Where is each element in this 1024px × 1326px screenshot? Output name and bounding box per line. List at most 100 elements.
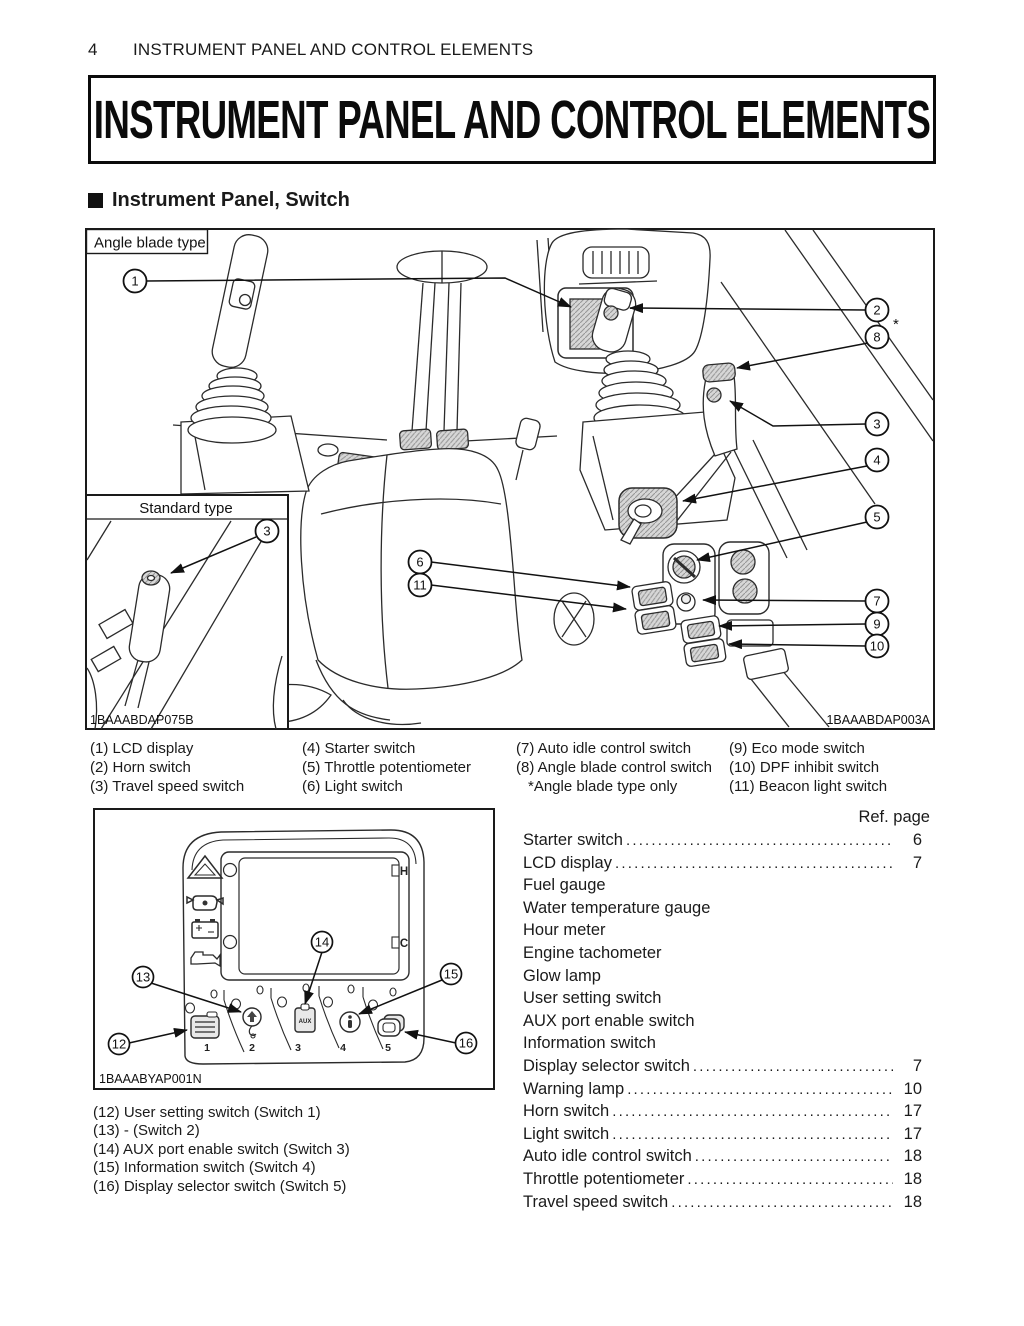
switch-number-4: 4 bbox=[340, 1042, 346, 1054]
switch-row bbox=[190, 1003, 405, 1039]
legend-item: (4) Starter switch bbox=[302, 740, 416, 757]
callout-13: 13 bbox=[136, 970, 150, 985]
callout-numbers-2: 12 13 14 15 16 bbox=[112, 935, 473, 1052]
section-title: Instrument Panel, Switch bbox=[112, 189, 350, 211]
legend-item: (9) Eco mode switch bbox=[729, 740, 865, 757]
legend-item: (12) User setting switch (Switch 1) bbox=[93, 1104, 321, 1121]
legend1-col1: (1) LCD display (2) Horn switch (3) Trav… bbox=[90, 739, 244, 797]
ref-label: Display selector switch bbox=[523, 1056, 690, 1075]
figure2-code: 1BAAABYAP001N bbox=[99, 1072, 202, 1086]
ref-page: 7 bbox=[912, 853, 922, 872]
callout-leaders-2 bbox=[128, 951, 457, 1044]
horn-switch bbox=[603, 305, 619, 321]
warning-icons bbox=[186, 854, 224, 968]
ref-dots: ........................................… bbox=[612, 1125, 893, 1143]
reference-row: Hour meter bbox=[523, 919, 930, 942]
callout-8: 8 bbox=[873, 330, 880, 345]
reference-row: Water temperature gauge bbox=[523, 897, 930, 920]
information-switch bbox=[339, 1011, 361, 1033]
ref-label: Throttle potentiometer bbox=[523, 1169, 685, 1188]
travel-speed-switch bbox=[706, 387, 722, 403]
callouts bbox=[122, 268, 890, 659]
legend-item: (11) Beacon light switch bbox=[729, 778, 888, 796]
ref-dots: ........................................… bbox=[694, 1148, 893, 1166]
ref-dots: ........................................… bbox=[612, 1103, 893, 1121]
ref-label: Warning lamp bbox=[523, 1079, 625, 1098]
ref-dots: ........................................… bbox=[627, 1080, 893, 1098]
cab-controls-diagram: 1 2 8 * 3 4 5 7 9 10 6 11 3 Sta bbox=[85, 228, 935, 730]
display-selector-switch bbox=[377, 1014, 405, 1037]
ref-label: Light switch bbox=[523, 1124, 610, 1143]
section-heading: Instrument Panel, Switch bbox=[88, 189, 350, 212]
panel-outline bbox=[182, 829, 425, 1065]
ref-dots: ........................................… bbox=[625, 832, 893, 849]
reference-row: Throttle potentiometer..................… bbox=[523, 1168, 930, 1191]
beacon-light-switch bbox=[634, 605, 677, 635]
callout-14: 14 bbox=[315, 935, 329, 950]
legend1-col2: (4) Starter switch (5) Throttle potentio… bbox=[302, 739, 471, 797]
reference-row: LCD display.............................… bbox=[523, 852, 930, 875]
ref-page: 18 bbox=[903, 1192, 922, 1211]
lcd-screen bbox=[238, 857, 400, 975]
callout-2: 2 bbox=[873, 303, 880, 318]
page-number: 4 bbox=[88, 40, 98, 59]
callout-16: 16 bbox=[459, 1036, 473, 1051]
figure2-frame bbox=[93, 808, 495, 1090]
ref-label: Travel speed switch bbox=[523, 1192, 669, 1211]
callout-7: 7 bbox=[873, 594, 880, 609]
ref-label: Water temperature gauge bbox=[523, 898, 711, 917]
lcd-bezel bbox=[220, 851, 410, 981]
switch-numbers: 1 2 3 4 5 bbox=[204, 1042, 391, 1054]
reference-row: Fuel gauge bbox=[523, 874, 930, 897]
callout-5: 5 bbox=[873, 510, 880, 525]
switch-number-1: 1 bbox=[204, 1042, 210, 1054]
variant-label: Angle blade type bbox=[94, 235, 206, 252]
reference-row: Auto idle control switch................… bbox=[523, 1145, 930, 1168]
legend-item: (16) Display selector switch (Switch 5) bbox=[93, 1177, 347, 1195]
reference-heading: Ref. page bbox=[858, 808, 930, 826]
inset-figure-code: 1BAAABDAP075B bbox=[90, 713, 194, 727]
legend-item: (2) Horn switch bbox=[90, 759, 191, 777]
switch-number-3: 3 bbox=[295, 1042, 301, 1054]
ref-dots: ........................................… bbox=[671, 1193, 893, 1211]
ref-page: 7 bbox=[912, 1056, 922, 1075]
ref-label: Horn switch bbox=[523, 1102, 610, 1121]
callout-12: 12 bbox=[112, 1037, 126, 1052]
instrument-panel-diagram: H C AUX 1 2 3 4 5 12 13 14 15 16 1BAAABY… bbox=[93, 808, 495, 1090]
panel-line-art bbox=[182, 829, 425, 1065]
callout-11: 11 bbox=[413, 578, 427, 593]
callout-15: 15 bbox=[444, 967, 458, 982]
section-square-icon bbox=[88, 193, 103, 208]
ref-label: Engine tachometer bbox=[523, 943, 662, 962]
running-header: 4 INSTRUMENT PANEL AND CONTROL ELEMENTS bbox=[88, 40, 533, 60]
eco-mode-switch bbox=[680, 615, 722, 644]
rocker-switches bbox=[631, 581, 727, 667]
running-header-title: INSTRUMENT PANEL AND CONTROL ELEMENTS bbox=[133, 40, 534, 59]
gauge-h-label: H bbox=[400, 866, 408, 878]
reference-row: Glow lamp bbox=[523, 965, 930, 988]
ref-page: 18 bbox=[903, 1169, 922, 1188]
travel-speed-lever bbox=[646, 362, 738, 537]
engine-glow-icon bbox=[190, 951, 221, 968]
ref-label: Fuel gauge bbox=[523, 876, 606, 895]
callouts-2 bbox=[107, 930, 478, 1056]
ref-page: 17 bbox=[903, 1124, 922, 1143]
gauge-c-label: C bbox=[400, 938, 408, 950]
reference-row: User setting switch bbox=[523, 987, 930, 1010]
legend-item: (15) Information switch (Switch 4) bbox=[93, 1159, 316, 1177]
reference-row: Horn switch.............................… bbox=[523, 1100, 930, 1123]
dpf-inhibit-switch bbox=[683, 638, 727, 667]
ref-label: User setting switch bbox=[523, 989, 662, 1008]
ref-page: 6 bbox=[912, 831, 922, 849]
callout-4: 4 bbox=[873, 453, 880, 468]
chapter-title-box: INSTRUMENT PANEL AND CONTROL ELEMENTS bbox=[88, 75, 936, 164]
callout-1: 1 bbox=[131, 274, 138, 289]
legend-item: (7) Auto idle control switch bbox=[516, 740, 692, 757]
reference-row: Travel speed switch.....................… bbox=[523, 1191, 930, 1214]
switch-2-crane bbox=[242, 1007, 262, 1039]
callout-10: 10 bbox=[870, 639, 884, 654]
chapter-title: INSTRUMENT PANEL AND CONTROL ELEMENTS bbox=[93, 89, 931, 150]
callout-3: 3 bbox=[873, 417, 880, 432]
callout-numbers: 1 2 8 * 3 4 5 7 9 10 6 11 bbox=[131, 274, 899, 654]
ref-page: 10 bbox=[903, 1079, 922, 1098]
